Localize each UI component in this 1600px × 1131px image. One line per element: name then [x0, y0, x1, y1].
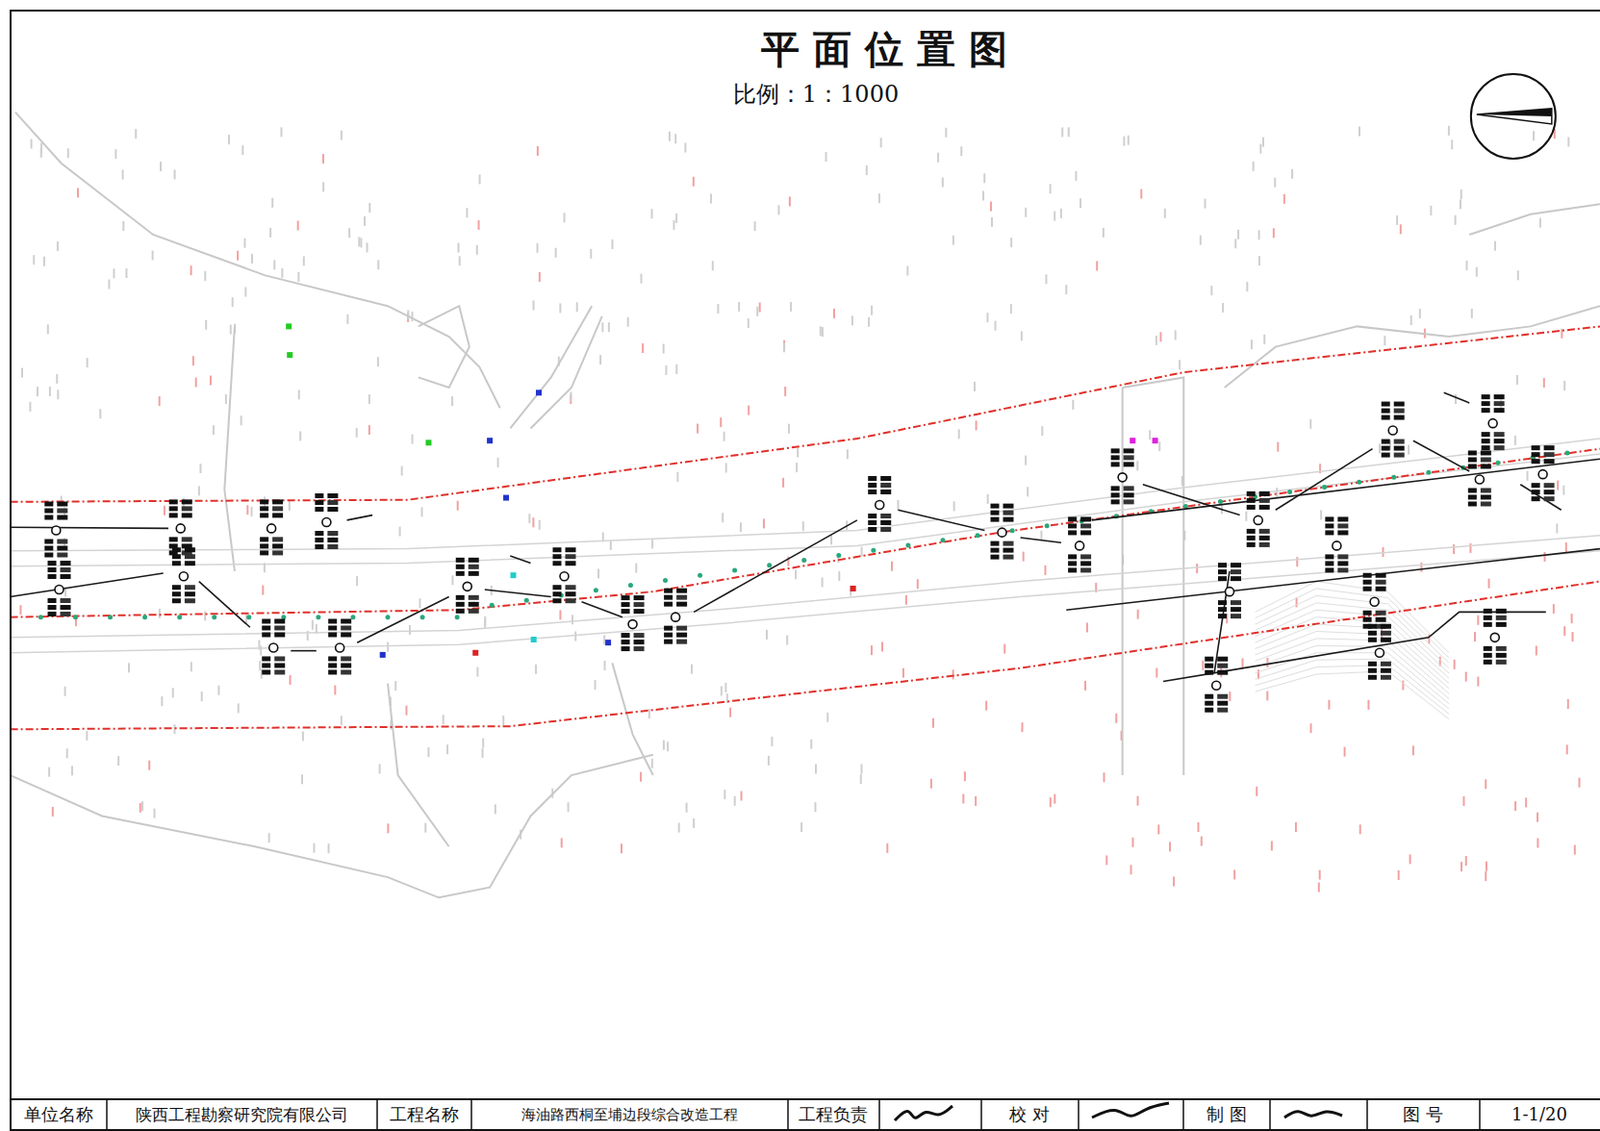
- red-boundaries: [10, 326, 1600, 730]
- title-block-cell: 工程名称: [389, 1105, 459, 1125]
- survey-marks: [20, 126, 1579, 893]
- map-title: 平面位置图: [761, 27, 1021, 71]
- drawing-frame: [10, 10, 1600, 1131]
- title-block-cell: 图 号: [1402, 1105, 1444, 1125]
- scale-note: 比例：1：1000: [733, 81, 899, 107]
- north-arrow: [1471, 74, 1556, 159]
- title-block-cell: 工程负责: [798, 1105, 868, 1125]
- title-block-cell: 1-1/20: [1511, 1105, 1568, 1125]
- section-lines: [10, 392, 1600, 682]
- title-block-cell: 校 对: [1009, 1105, 1050, 1125]
- title-block-cell: 海油路西桐至埔边段综合改造工程: [521, 1107, 738, 1124]
- terrain-outlines: [10, 112, 1600, 899]
- title-block-cell: 制 图: [1206, 1105, 1247, 1125]
- borehole-symbols: [44, 323, 1554, 712]
- title-block-cell: 陕西工程勘察研究院有限公司: [135, 1106, 349, 1125]
- title-block-cell: 单位名称: [24, 1105, 94, 1125]
